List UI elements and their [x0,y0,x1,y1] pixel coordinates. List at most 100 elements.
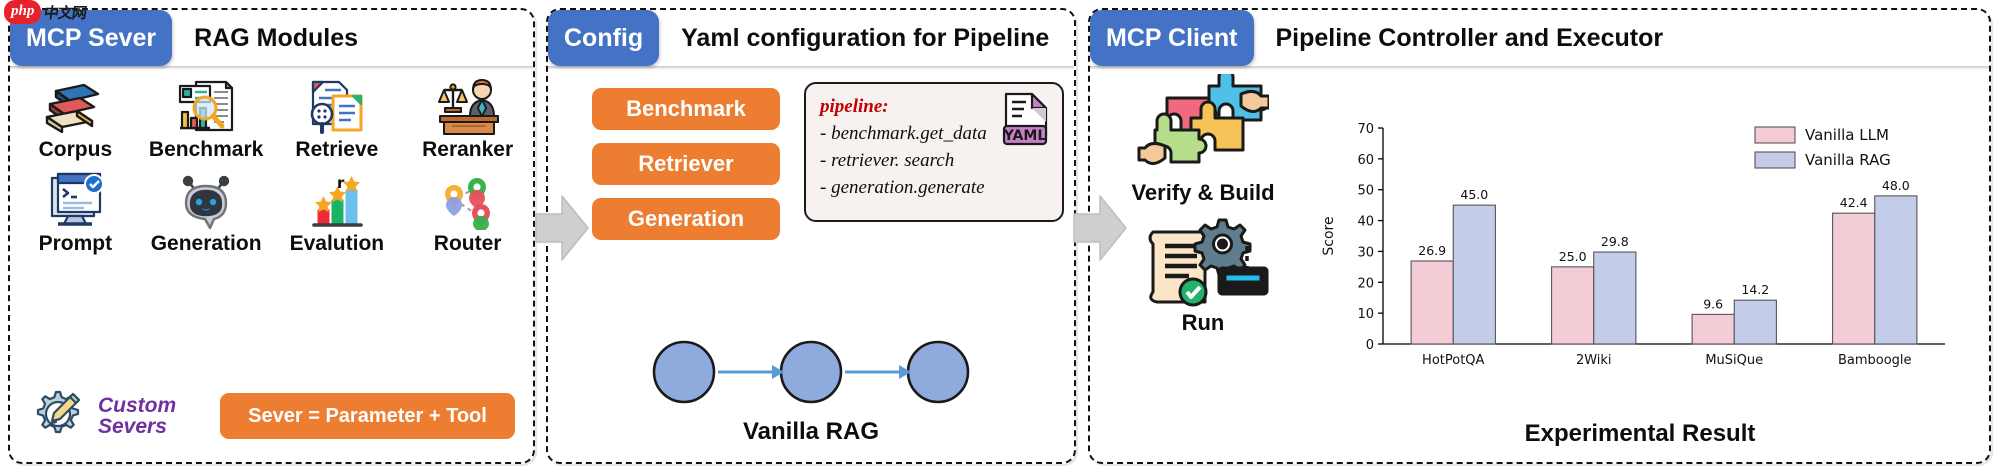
yaml-header-line: pipeline: [820,96,889,117]
stage-label: Verify & Build [1131,180,1275,205]
bar-value-label: 14.2 [1741,282,1769,297]
config-pill-benchmark[interactable]: Benchmark [592,88,780,130]
bar [1551,266,1595,345]
panel-2-tab[interactable]: Config [548,10,660,66]
yaml-line-1: - benchmark.get_data [820,123,987,144]
module-evalution[interactable]: r Evalution [272,166,403,256]
flow-diagram [652,340,970,404]
panel-1-header: MCP Sever RAG Modules [10,10,533,66]
custom-severs-label: Custom Severs [98,393,177,438]
bar-value-label: 9.6 [1703,296,1723,311]
vanilla-rag-flow: Vanilla RAG [548,334,1074,446]
bar [1593,251,1637,345]
rag-modules-grid: Corpus [10,72,533,256]
panel-1-title: RAG Modules [194,23,359,52]
panel-2-header-rule [548,66,1074,69]
sever-formula-pill[interactable]: Sever = Parameter + Tool [220,393,515,439]
svg-text:r: r [337,174,345,192]
arrow-right-icon-1 [534,192,590,264]
legend-label: Vanilla RAG [1805,151,1891,169]
flow-caption: Vanilla RAG [742,418,880,445]
chart-caption: Experimental Result [1524,420,1756,447]
module-retrieve[interactable]: Retrieve [272,72,403,162]
executor-stage-list: Verify & Build [1108,74,1298,336]
bar [1733,299,1777,345]
x-tick-label: HotPotQA [1422,353,1484,368]
map-pins-icon [437,172,499,230]
y-tick-label: 40 [1357,215,1374,230]
module-label: Router [433,232,502,255]
document-gear-icon [1137,212,1269,308]
bar [1410,260,1454,345]
panel-1-header-rule [10,66,533,69]
stage-label: Run [1181,310,1225,335]
stage-run[interactable]: Run [1137,212,1269,336]
legend-swatch [1754,151,1796,169]
y-tick-label: 20 [1357,276,1374,291]
stage-verify-build[interactable]: Verify & Build [1131,74,1275,206]
x-tick-label: Bamboogle [1838,353,1912,368]
gear-pencil-icon [28,388,86,444]
panel-3-tab[interactable]: MCP Client [1090,10,1254,66]
bar [1832,212,1876,345]
y-tick-label: 0 [1366,338,1374,353]
module-router[interactable]: Router [402,166,533,256]
y-tick-label: 10 [1357,307,1374,322]
config-pill-retriever[interactable]: Retriever [592,143,780,185]
x-tick-label: 2Wiki [1576,353,1612,368]
panel-mcp-sever: MCP Sever RAG Modules [8,8,535,464]
module-label: Reranker [422,138,514,161]
bar-value-label: 25.0 [1559,249,1587,264]
bar-value-label: 48.0 [1882,178,1910,193]
module-label: Corpus [38,138,113,161]
module-corpus[interactable]: Corpus [10,72,141,162]
module-label: Prompt [38,232,113,255]
panel-3-header-rule [1090,66,1989,69]
module-label: Benchmark [148,138,264,161]
star-chart-icon: r [306,172,368,230]
panel-2-header: Config Yaml configuration for Pipeline [548,10,1074,66]
chatbot-icon [175,172,237,230]
document-search-icon [305,78,369,136]
arrow-right-icon-2 [1072,192,1128,264]
panel-3-header: MCP Client Pipeline Controller and Execu… [1090,10,1989,66]
y-tick-label: 70 [1357,122,1374,137]
module-generation[interactable]: Generation [141,166,272,256]
bar [1874,195,1918,345]
panel-1-tab[interactable]: MCP Sever [10,10,173,66]
module-prompt[interactable]: Prompt [10,166,141,256]
y-axis-label: Score [1321,216,1337,255]
bar-value-label: 45.0 [1460,187,1488,202]
bar-value-label: 29.8 [1601,234,1629,249]
svg-text:YAML: YAML [1003,128,1047,144]
bar [1452,204,1496,345]
panel-2-title: Yaml configuration for Pipeline [681,23,1050,52]
y-tick-label: 60 [1357,153,1374,168]
bar-value-label: 42.4 [1840,195,1868,210]
yaml-line-2: - retriever. search [820,149,955,171]
puzzle-hands-icon [1137,74,1269,178]
y-tick-label: 50 [1357,184,1374,199]
module-label: Evalution [289,232,385,255]
x-tick-label: MuSiQue [1705,353,1763,368]
module-benchmark[interactable]: Benchmark [141,72,272,162]
bar [1691,313,1735,345]
yaml-line-3: - generation.generate [820,176,985,198]
module-reranker[interactable]: Reranker [402,72,533,162]
terminal-monitor-icon [44,172,106,230]
module-label: Generation [150,232,262,255]
config-pill-generation[interactable]: Generation [592,198,780,240]
bar-value-label: 26.9 [1418,243,1446,258]
report-magnifier-icon [174,78,238,136]
panel-mcp-client: MCP Client Pipeline Controller and Execu… [1088,8,1991,464]
panel-config: Config Yaml configuration for Pipeline B… [546,8,1076,464]
yaml-config-card: pipeline: - benchmark.get_data - retriev… [804,82,1064,222]
yaml-file-icon: YAML [1000,92,1052,150]
custom-severs-row: Custom Severs Sever = Parameter + Tool [28,388,515,444]
legend-label: Vanilla LLM [1805,126,1889,144]
module-label: Retrieve [295,138,379,161]
panel-3-title: Pipeline Controller and Executor [1275,23,1664,52]
